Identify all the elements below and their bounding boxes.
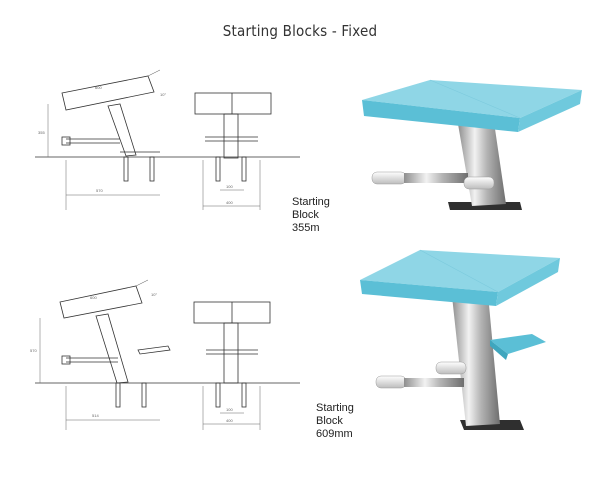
- block-caption-355: Starting Block 355m: [292, 196, 330, 235]
- starting-block-photo-355: [362, 79, 582, 210]
- side-elevation-drawing-top: 600 10° 355 570: [35, 69, 300, 210]
- svg-text:100: 100: [226, 407, 233, 412]
- starting-block-photo-609: [360, 249, 560, 430]
- svg-text:570: 570: [30, 348, 37, 353]
- svg-text:570: 570: [96, 188, 103, 193]
- caption-line: Starting: [316, 402, 354, 414]
- front-elevation-drawing-top: 100 400: [194, 92, 272, 210]
- block-caption-609: Starting Block 609mm: [316, 402, 354, 441]
- caption-line: Block: [316, 415, 343, 427]
- svg-text:10°: 10°: [160, 92, 166, 97]
- svg-text:400: 400: [226, 418, 233, 423]
- svg-text:514: 514: [92, 413, 99, 418]
- side-elevation-drawing-bottom: 600 10° 570 514: [30, 279, 300, 430]
- svg-text:10°: 10°: [151, 292, 157, 297]
- caption-line: Block: [292, 209, 319, 221]
- front-elevation-drawing-bottom: 100 400: [193, 301, 271, 430]
- page-title: Starting Blocks - Fixed: [222, 22, 378, 40]
- caption-line: Starting: [292, 196, 330, 208]
- svg-text:355: 355: [38, 130, 45, 135]
- caption-size: 355m: [292, 222, 320, 234]
- svg-text:600: 600: [95, 85, 102, 90]
- svg-text:400: 400: [226, 200, 233, 205]
- svg-text:100: 100: [226, 184, 233, 189]
- svg-text:600: 600: [90, 295, 97, 300]
- caption-size: 609mm: [316, 428, 353, 440]
